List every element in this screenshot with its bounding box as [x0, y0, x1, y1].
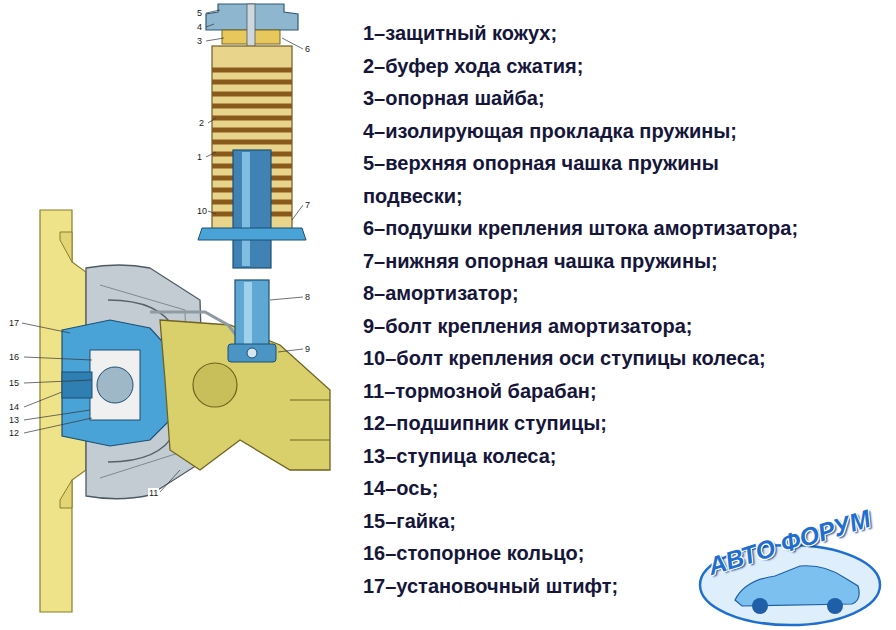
leader-lines-part [278, 349, 303, 352]
leader-lines-part [24, 380, 92, 383]
part-name: 17–установочный штифт; [363, 570, 891, 603]
callout-number: 11 [148, 488, 159, 498]
leader-lines-part [206, 24, 214, 27]
watermark-logo-part [827, 598, 843, 614]
part-name: 3–опорная шайба; [363, 82, 891, 115]
part-name: 2–буфер хода сжатия; [363, 50, 891, 83]
callout-number: 2 [198, 118, 205, 128]
parts-list: 1–защитный кожух;2–буфер хода сжатия;3–о… [363, 17, 891, 602]
callout-number: 13 [8, 415, 20, 425]
hub-part [62, 320, 170, 446]
shock-absorber-lower-part [244, 282, 252, 344]
callout-number: 9 [304, 344, 311, 354]
part-name: 4–изолирующая прокладка пружины; [363, 115, 891, 148]
hub-part [62, 372, 92, 398]
brake-pipe [150, 312, 240, 340]
part-name: 13–ступица колеса; [363, 440, 891, 473]
leader-lines-part [160, 470, 180, 492]
leader-lines-part [270, 297, 303, 300]
part-name: 5–верхняя опорная чашка пружины подвески… [363, 147, 783, 212]
callout-number: 5 [196, 8, 203, 18]
leader-lines [22, 10, 303, 492]
spring-boot-part [198, 228, 306, 240]
hub [62, 320, 170, 446]
watermark-logo-part [752, 598, 768, 614]
part-name: 11–тормозной барабан; [363, 375, 891, 408]
callout-number: 3 [196, 36, 203, 46]
watermark-logo-part [735, 566, 859, 606]
spring-boot-part [242, 152, 250, 266]
leader-lines-part [292, 205, 303, 220]
trailing-arm-part [290, 400, 330, 440]
shock-absorber-lower-part [247, 348, 257, 358]
leader-lines-part [24, 418, 92, 433]
leader-lines-part [24, 392, 62, 407]
part-name: 14–ось; [363, 472, 891, 505]
shock-absorber-lower [228, 280, 276, 362]
callout-number: 17 [8, 318, 20, 328]
callout-number: 14 [8, 402, 20, 412]
callout-number: 6 [304, 44, 311, 54]
leader-lines-part [208, 211, 216, 214]
callout-number: 10 [196, 206, 208, 216]
callout-number: 15 [8, 378, 20, 388]
part-name: 7–нижняя опорная чашка пружины; [363, 245, 891, 278]
trailing-arm-part [193, 363, 237, 407]
leader-lines-part [206, 10, 220, 13]
part-name: 12–подшипник ступицы; [363, 407, 891, 440]
leader-lines-part [24, 357, 92, 360]
leader-lines-part [24, 410, 90, 420]
part-name: 8–амортизатор; [363, 277, 891, 310]
leader-lines-part [208, 118, 216, 123]
leader-lines-part [206, 38, 224, 41]
leader-lines-part [206, 152, 216, 157]
part-name: 9–болт крепления амортизатора; [363, 310, 891, 343]
callout-number: 1 [196, 152, 203, 162]
callout-number: 8 [304, 292, 311, 302]
leader-lines-part [22, 323, 70, 333]
shock-absorber-lower-part [235, 280, 269, 346]
callout-number: 4 [196, 22, 203, 32]
part-name: 1–защитный кожух; [363, 17, 891, 50]
callout-number: 16 [8, 352, 20, 362]
part-name: 10–болт крепления оси ступицы колеса; [363, 342, 891, 375]
leader-lines-part [282, 38, 303, 49]
spring-boot-part [233, 150, 271, 268]
hub-part [90, 350, 140, 420]
part-name: 6–подушки крепления штока амортизатора; [363, 212, 891, 245]
callout-number: 12 [8, 428, 20, 438]
shock-absorber-lower-part [228, 344, 276, 362]
callout-number: 7 [304, 200, 311, 210]
hub-part [97, 367, 133, 403]
spring-boot [198, 46, 306, 268]
brake-pipe-part [150, 312, 240, 340]
